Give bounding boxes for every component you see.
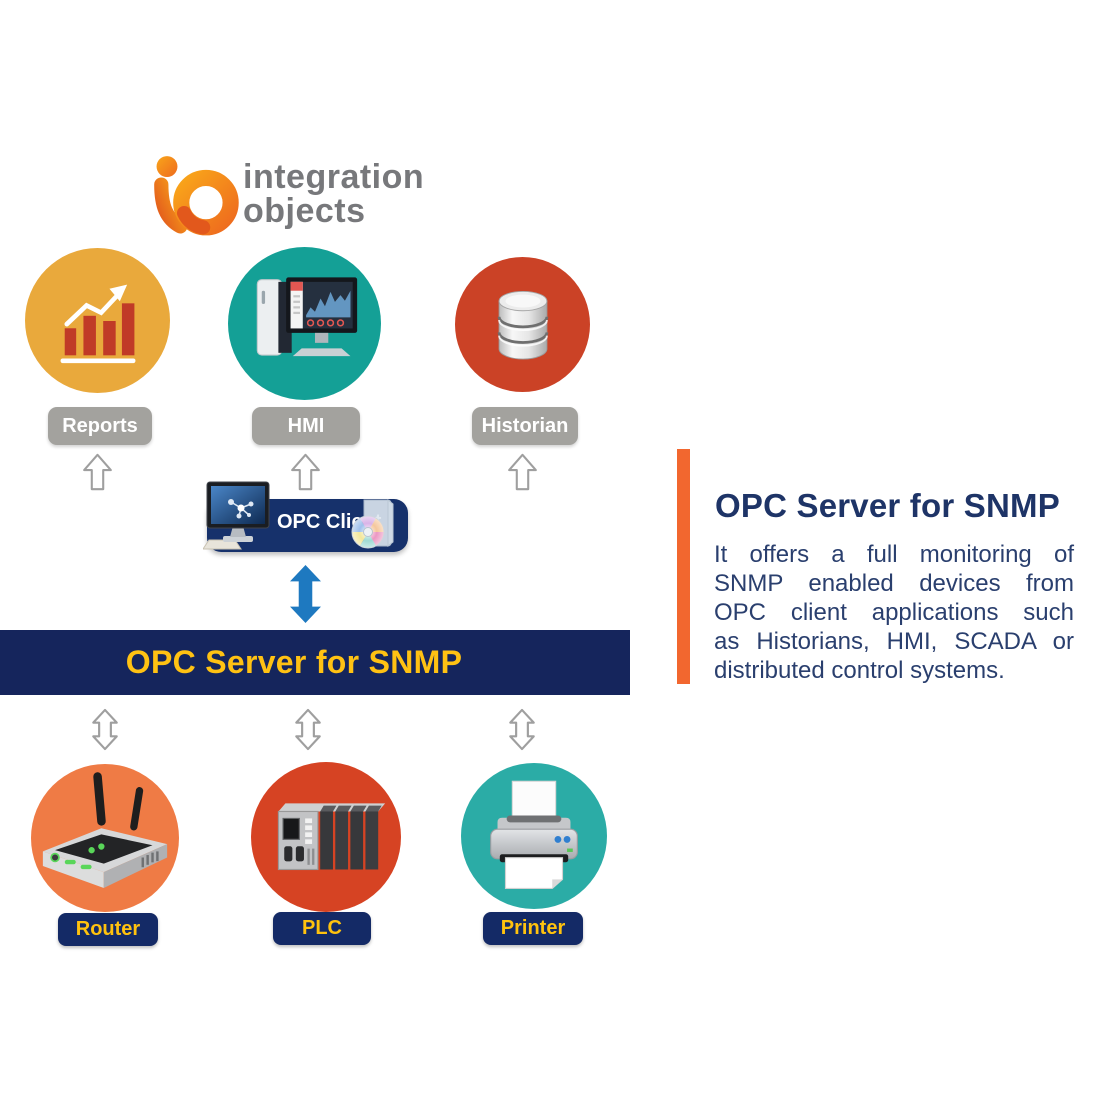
- io-logo-icon: [148, 152, 243, 240]
- plc-circle: [251, 762, 401, 912]
- router-label: Router: [58, 913, 158, 946]
- software-cd-icon: [348, 498, 402, 557]
- side-panel-body: It offers a full monitoring of SNMP enab…: [714, 540, 1074, 685]
- arrow-updown-plc: [293, 708, 323, 756]
- hmi-workstation-icon: [256, 276, 357, 356]
- side-body-line: OPC client applications such: [714, 599, 1074, 626]
- printer-circle: [461, 763, 607, 909]
- logo-line1: integration: [243, 158, 425, 196]
- historian-label-text: Historian: [481, 414, 569, 437]
- historian-circle: [455, 257, 590, 392]
- database-icon: [497, 290, 548, 359]
- bar-chart-icon: [60, 284, 135, 363]
- plc-label: PLC: [273, 912, 371, 945]
- opc-client-monitor-icon: [202, 480, 279, 557]
- router-circle: [31, 764, 179, 912]
- reports-circle: [25, 248, 170, 393]
- printer-label-text: Printer: [500, 917, 566, 939]
- side-body-line: It offers a full monitoring of: [714, 541, 1074, 568]
- logo-line2: objects: [243, 192, 366, 230]
- side-body-line: SNMP enabled devices from: [714, 570, 1074, 597]
- arrow-up-hmi: [289, 452, 322, 497]
- side-accent-bar: [677, 449, 690, 684]
- opc-server-banner-text: OPC Server for SNMP: [125, 644, 463, 680]
- hmi-label-text: HMI: [287, 414, 325, 437]
- arrow-double-blue: [288, 564, 323, 629]
- plc-label-text: PLC: [302, 917, 342, 939]
- arrow-updown-router: [90, 708, 120, 756]
- plc-icon: [277, 803, 386, 871]
- opc-client-label: OPC Client: [277, 511, 382, 533]
- arrow-up-reports: [81, 452, 114, 497]
- hmi-circle: [228, 247, 381, 400]
- arrow-updown-printer: [507, 708, 537, 756]
- reports-label: Reports: [48, 407, 152, 445]
- router-label-text: Router: [75, 918, 141, 940]
- reports-label-text: Reports: [62, 414, 138, 437]
- printer-label: Printer: [483, 912, 583, 945]
- arrow-up-historian: [506, 452, 539, 497]
- side-body-line: distributed control systems.: [714, 657, 1005, 684]
- router-icon: [42, 772, 168, 888]
- opc-server-banner: OPC Server for SNMP: [0, 630, 630, 695]
- printer-icon: [490, 780, 578, 890]
- logo-wordmark: integration objects: [243, 160, 424, 228]
- side-panel-title: OPC Server for SNMP: [715, 487, 1060, 524]
- historian-label: Historian: [472, 407, 578, 445]
- side-body-line: as Historians, HMI, SCADA or: [714, 628, 1074, 655]
- hmi-label: HMI: [252, 407, 360, 445]
